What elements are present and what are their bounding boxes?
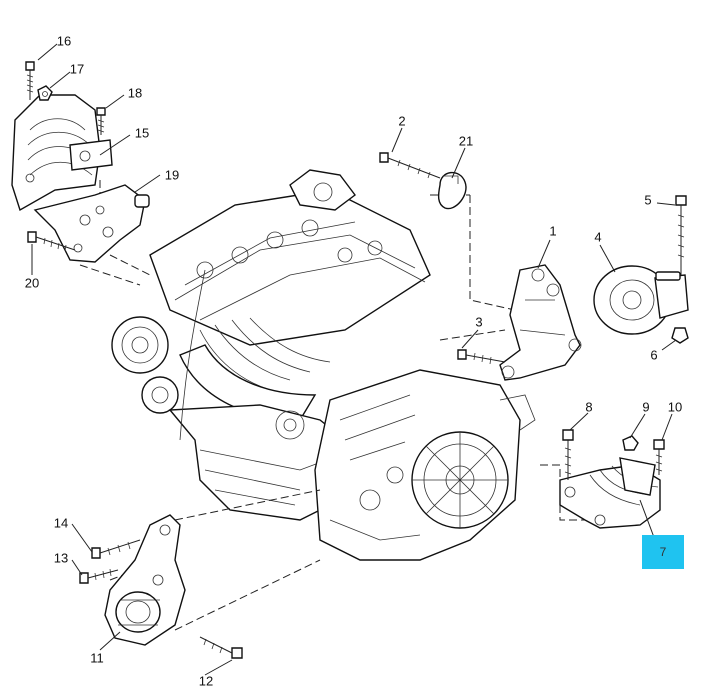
bolt-16 [25,61,35,100]
bolt-3 [457,349,506,365]
leader-lines [31,43,677,676]
bolt-13 [79,568,119,584]
bolt-5 [675,195,687,275]
mount-11 [104,514,186,646]
callout-17: 17 [69,61,85,77]
callout-11: 11 [90,650,104,666]
callout-19: 19 [164,167,180,183]
callout-6: 6 [650,347,658,363]
nut-6 [671,327,689,344]
callout-21: 21 [458,133,474,149]
callout-5: 5 [644,192,652,208]
bolt-8 [562,429,574,480]
callout-16: 16 [56,33,72,49]
callout-1: 1 [549,223,557,239]
bolt-18 [96,107,106,135]
nut-17 [37,85,53,101]
washer-21 [437,171,467,210]
mount-7 [559,457,661,529]
engine-assembly [111,169,536,561]
callout-15: 15 [134,125,150,141]
callout-18: 18 [127,85,143,101]
callout-14: 14 [53,515,69,531]
callout-4: 4 [594,229,602,245]
bolt-12 [199,636,243,659]
bracket-1 [499,264,582,381]
callout-20: 20 [24,275,40,291]
callout-8: 8 [585,399,593,415]
bracket-19 [33,184,150,263]
callout-3: 3 [475,314,483,330]
highlight-part-7[interactable]: 7 [642,535,684,569]
bolt-14 [91,539,141,559]
mount-4 [593,265,689,335]
upper-left-mount [11,94,113,212]
callout-2: 2 [398,113,406,129]
callout-9: 9 [642,399,650,415]
callout-7: 7 [659,545,667,559]
callout-10: 10 [667,399,683,415]
callout-12: 12 [198,673,214,689]
bolt-2 [379,152,441,179]
bolt-20 [27,231,76,252]
bolt-10 [653,439,665,475]
callout-13: 13 [53,550,69,566]
